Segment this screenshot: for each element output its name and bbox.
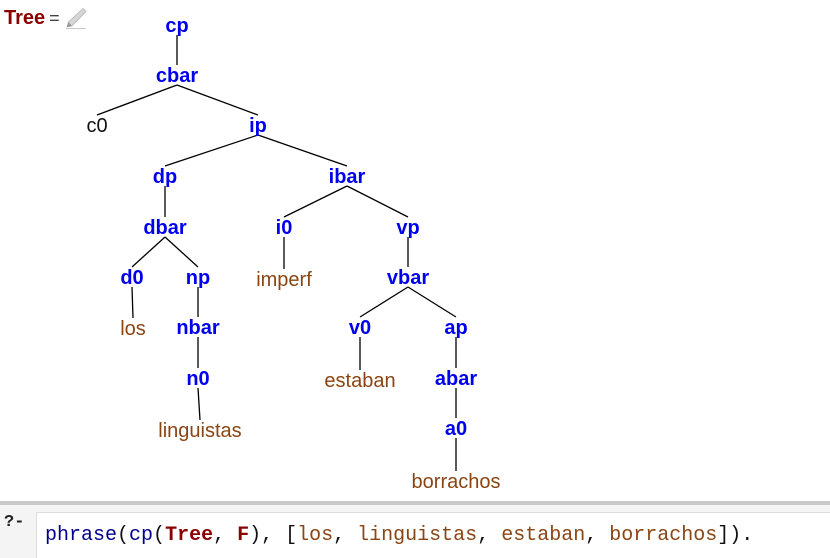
query-token-punct: , xyxy=(213,524,238,547)
query-token-punct: , xyxy=(477,524,502,547)
tree-node-i0: i0 xyxy=(276,217,293,239)
parse-tree: cp cbar c0 ip dp ibar dbar i0 vp d0 np imperf vbar lo… xyxy=(86,15,501,493)
tree-node-cbar: cbar xyxy=(156,65,198,87)
tree-node-dp: dp xyxy=(153,166,177,188)
tree-node-v0: v0 xyxy=(349,317,371,339)
answer-binding: Tree = xyxy=(4,5,88,31)
query-token-atom: linguistas xyxy=(357,524,478,547)
query-prompt: ?- xyxy=(4,513,25,532)
query-token-punct: ), [ xyxy=(249,524,298,547)
query-token-pred: phrase xyxy=(45,524,118,547)
tree-edge-ibar-vp xyxy=(346,185,409,218)
tree-edge-n0-linguistas xyxy=(197,387,201,421)
tree-edge-ip-dp xyxy=(164,134,259,167)
query-token-var: Tree xyxy=(165,524,214,547)
query-token-punct: ]). xyxy=(717,524,754,547)
query-token-atom: estaban xyxy=(501,524,586,547)
query-area: ?- phrase(cp(Tree, F), [los, linguistas,… xyxy=(0,505,830,558)
tree-node-d0: d0 xyxy=(120,267,143,289)
query-token-var: F xyxy=(237,524,250,547)
query-token-pred: cp xyxy=(129,524,154,547)
query-token-atom: borrachos xyxy=(609,524,718,547)
tree-edge-vbar-ap xyxy=(407,286,457,318)
answer-area: cp cbar c0 ip dp ibar dbar i0 vp d0 np imperf vbar lo… xyxy=(4,5,501,494)
tree-node-ap: ap xyxy=(444,317,467,339)
answer-variable: Tree xyxy=(4,6,46,29)
separator xyxy=(0,501,830,505)
tree-node-np: np xyxy=(186,267,210,289)
tree-node-dbar: dbar xyxy=(143,217,187,239)
equals-sign: = xyxy=(49,7,60,28)
tree-edge-cbar-c0 xyxy=(96,84,178,116)
tree-edge-vbar-v0 xyxy=(359,286,409,318)
tree-node-a0: a0 xyxy=(445,418,467,440)
tree-node-ip: ip xyxy=(249,115,267,137)
tree-node-linguistas: linguistas xyxy=(158,420,241,442)
tree-edge-cbar-ip xyxy=(176,84,259,116)
tree-edge-dbar-np xyxy=(164,236,199,268)
tree-node-vbar: vbar xyxy=(387,267,429,289)
tree-node-estaban: estaban xyxy=(324,370,395,392)
tree-edge-dbar-d0 xyxy=(131,236,166,268)
tree-edge-ibar-i0 xyxy=(283,185,348,218)
tree-node-los: los xyxy=(120,318,146,340)
query-input[interactable]: phrase(cp(Tree, F), [los, linguistas, es… xyxy=(36,512,830,558)
query-token-punct: , xyxy=(585,524,610,547)
pencil-icon[interactable] xyxy=(64,6,88,30)
tree-node-ibar: ibar xyxy=(329,166,366,188)
query-token-atom: los xyxy=(297,524,334,547)
tree-node-n0: n0 xyxy=(186,368,209,390)
query-token-punct: , xyxy=(333,524,358,547)
query-text[interactable]: phrase(cp(Tree, F), [los, linguistas, es… xyxy=(45,524,753,547)
tree-node-c0: c0 xyxy=(86,115,107,137)
tree-node-abar: abar xyxy=(435,368,477,390)
tree-edge-ip-ibar xyxy=(257,134,348,167)
query-token-punct: ( xyxy=(117,524,130,547)
tree-node-cp: cp xyxy=(165,15,188,37)
query-token-punct: ( xyxy=(153,524,166,547)
tree-node-vp: vp xyxy=(396,217,419,239)
tree-node-imperf: imperf xyxy=(256,269,312,291)
tree-node-nbar: nbar xyxy=(176,317,220,339)
tree-node-borrachos: borrachos xyxy=(412,471,501,493)
tree-edge-d0-los xyxy=(131,286,134,319)
